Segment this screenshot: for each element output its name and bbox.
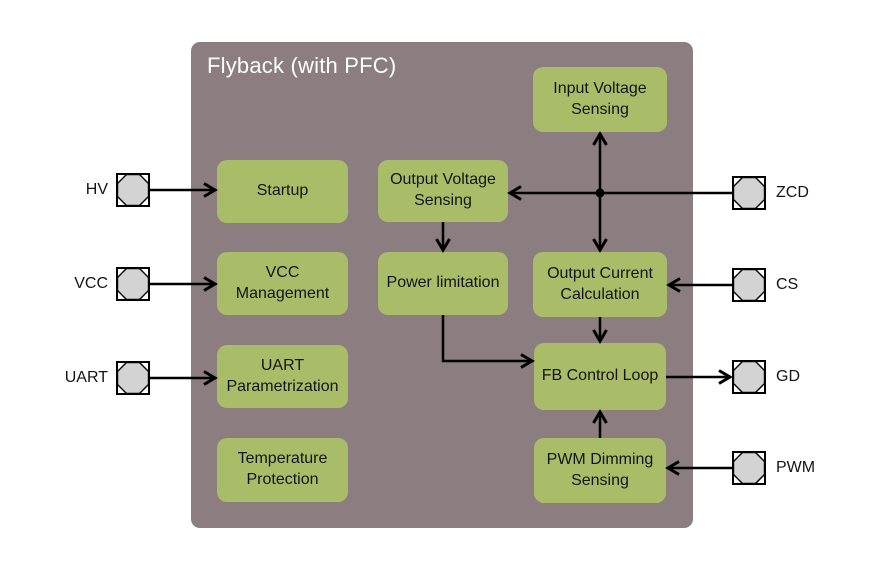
- pin-vcc-icon: [116, 267, 150, 301]
- pin-pwm: [732, 451, 766, 485]
- pin-pwm-label: PWM: [776, 459, 816, 476]
- pin-gd-icon: [732, 360, 766, 394]
- pin-cs-icon: [732, 268, 766, 302]
- pin-hv: [116, 173, 150, 207]
- diagram-title: Flyback (with PFC): [207, 53, 397, 78]
- pin-vcc: [116, 267, 150, 301]
- block-pwm-dimming-sensing: PWM Dimming Sensing: [534, 438, 666, 503]
- block-input-voltage-sensing: Input Voltage Sensing: [533, 67, 667, 132]
- block-vcc-management: VCC Management: [217, 252, 348, 315]
- block-uart-parametrization: UART Parametrization: [217, 345, 348, 408]
- pin-cs-label: CS: [776, 276, 799, 293]
- pin-hv-icon: [116, 173, 150, 207]
- pin-cs: [732, 268, 766, 302]
- pin-gd-label: GD: [776, 368, 800, 385]
- pin-uart-icon: [116, 361, 150, 395]
- block-output-voltage-sensing: Output Voltage Sensing: [378, 160, 508, 222]
- pin-gd: [732, 360, 766, 394]
- pin-uart-label: UART: [64, 369, 108, 386]
- block-startup: Startup: [217, 160, 348, 223]
- block-temperature-protection: Temperature Protection: [217, 438, 348, 502]
- pin-zcd: [732, 176, 766, 210]
- pin-uart: [116, 361, 150, 395]
- block-power-limitation: Power limitation: [378, 252, 508, 315]
- pin-vcc-label: VCC: [74, 275, 108, 292]
- block-fb-control-loop: FB Control Loop: [534, 343, 666, 410]
- block-output-current-calculation: Output Current Calculation: [533, 252, 667, 317]
- pin-hv-label: HV: [85, 181, 108, 198]
- pin-pwm-icon: [732, 451, 766, 485]
- pin-zcd-label: ZCD: [776, 184, 809, 201]
- pin-zcd-icon: [732, 176, 766, 210]
